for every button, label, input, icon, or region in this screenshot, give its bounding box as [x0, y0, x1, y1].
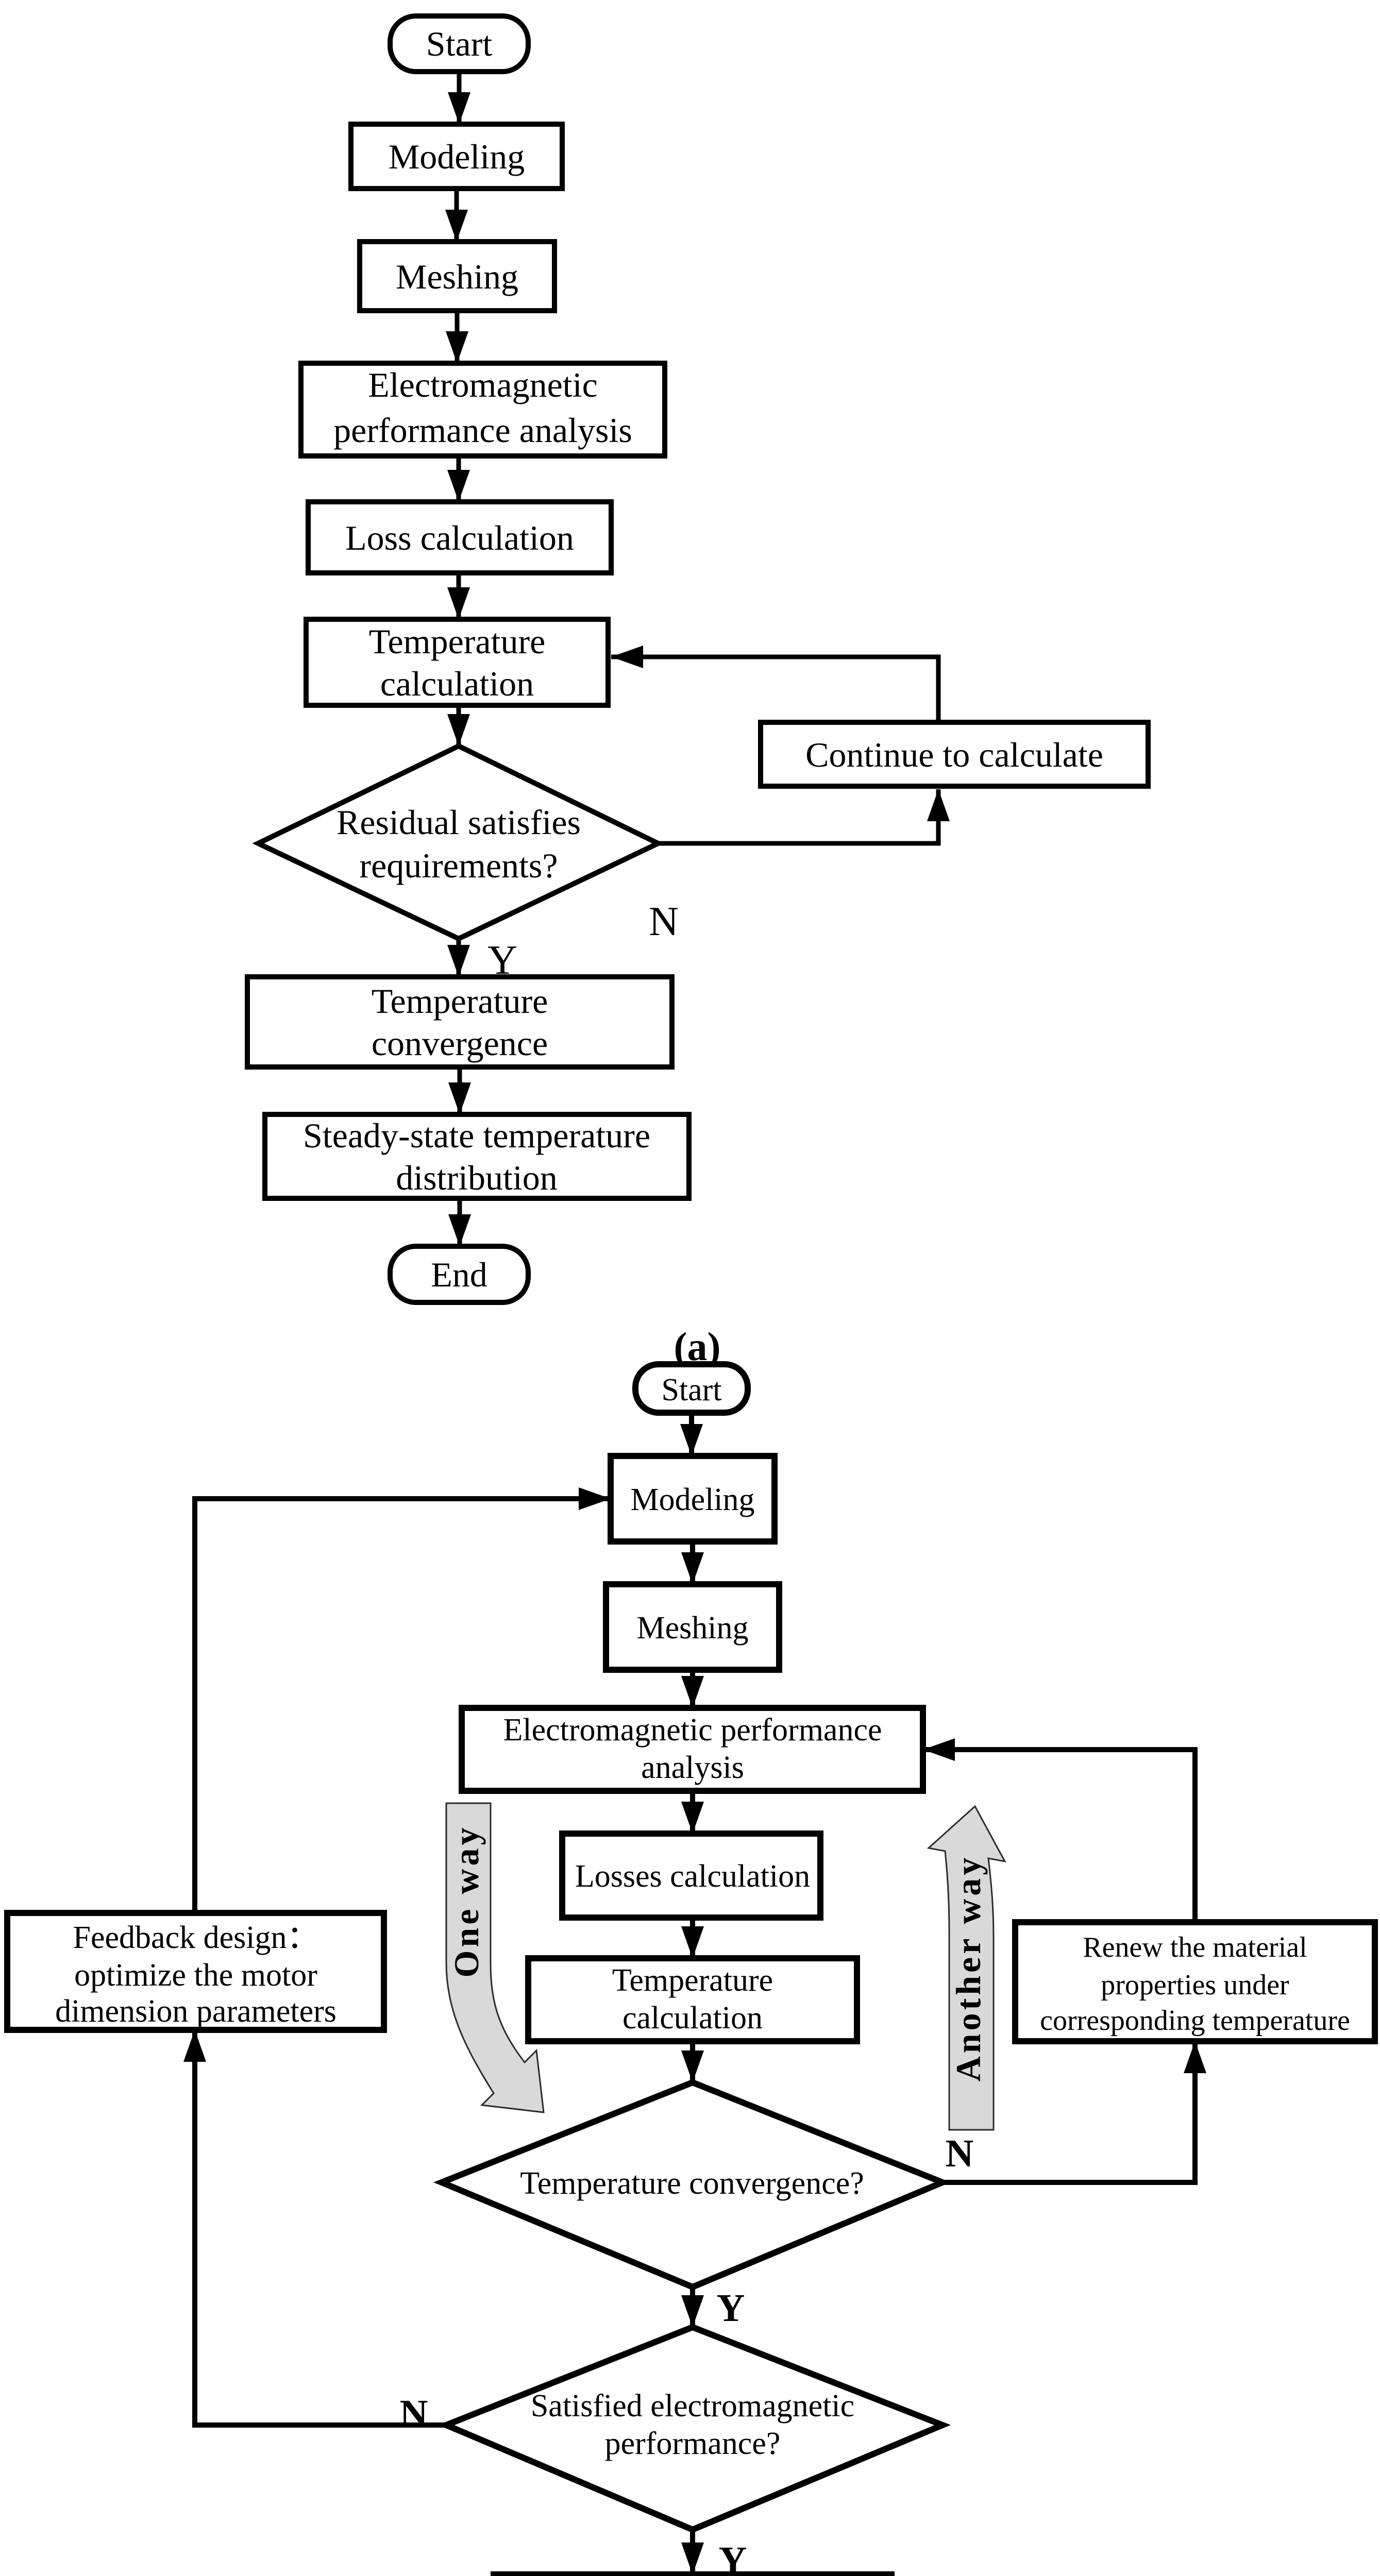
node-a-steady-state-line2: distribution [396, 1158, 558, 1197]
node-a-em-analysis-shape [298, 361, 667, 459]
node-b-feedback-design-line3: dimension parameters [55, 1994, 336, 2029]
branch-label-a-n: N [649, 899, 679, 944]
node-b-renew-material-shape [1012, 1919, 1378, 2044]
node-b-start-label: Start [661, 1372, 721, 1408]
node-a-modeling-shape [348, 122, 565, 191]
node-a-temperature-convergence-line1: Temperature [372, 981, 548, 1021]
node-a-steady-state-shape [262, 1112, 692, 1201]
node-b-meshing: Meshing [603, 1581, 782, 1673]
decision-b-satisfied-performance-line1: Satisfied electromagnetic [531, 2388, 854, 2424]
node-a-meshing-label: Meshing [396, 257, 518, 296]
node-b-temperature-calculation-line1: Temperature [612, 1963, 773, 1998]
node-a-start-label: Start [426, 24, 493, 63]
panel-b: One way Another way Start Modeling Meshi… [4, 1361, 1378, 2576]
node-a-continue-shape [758, 720, 1151, 789]
node-a-em-analysis-line1: Electromagnetic [368, 365, 598, 404]
node-b-temperature-calculation-line2: calculation [622, 2001, 763, 2036]
decision-b-satisfied-performance-line2: performance? [605, 2426, 781, 2461]
node-a-temperature-convergence-shape [245, 974, 675, 1070]
decision-b-temperature-convergence-shape [433, 2079, 951, 2291]
node-b-feedback-design: Feedback design： optimize the motor dime… [4, 1910, 387, 2033]
arrow-a-continue-temp [611, 646, 941, 722]
decision-b-temperature-convergence: Temperature convergence? [433, 2079, 951, 2291]
label-one-way: One way [447, 1825, 486, 1978]
node-a-temperature-convergence: Temperature convergence [245, 974, 675, 1070]
node-b-renew-material-line1: Renew the material [1083, 1931, 1307, 1963]
node-b-losses-calculation-shape [559, 1831, 823, 1921]
node-a-em-analysis-line2: performance analysis [333, 411, 632, 450]
decision-a-residual-line1: Residual satisfies [336, 803, 581, 842]
node-b-modeling-label: Modeling [630, 1482, 754, 1517]
node-b-meshing-shape [603, 1581, 782, 1673]
node-b-start-shape [632, 1361, 751, 1416]
node-a-temperature-calculation-line1: Temperature [369, 622, 546, 661]
branch-label-b-y1: Y [717, 2286, 745, 2330]
node-a-start-shape [388, 13, 531, 74]
node-b-renew-material: Renew the material properties under corr… [1012, 1919, 1378, 2044]
node-b-determine-dimensions: Determine the motor dimensions [491, 2571, 895, 2576]
node-b-start: Start [632, 1361, 751, 1416]
node-b-feedback-design-line1: Feedback design： [73, 1920, 319, 1955]
node-a-loss-calculation-label: Loss calculation [345, 518, 574, 557]
panel-a: Start Modeling Meshing Electromagnetic p… [245, 13, 1151, 1369]
node-a-end-shape [388, 1244, 531, 1305]
arrow-b-renew-em [923, 1738, 1198, 1922]
node-b-temperature-calculation-shape [525, 1955, 860, 2044]
node-b-feedback-design-line2: optimize the motor [74, 1958, 317, 1993]
decision-b-satisfied-performance-shape [438, 2324, 951, 2533]
node-a-em-analysis: Electromagnetic performance analysis [298, 361, 667, 459]
node-a-steady-state-line1: Steady-state temperature [303, 1116, 650, 1155]
node-a-steady-state: Steady-state temperature distribution [262, 1112, 692, 1201]
node-b-em-analysis-line2: analysis [641, 1750, 744, 1785]
node-a-temperature-calculation: Temperature calculation [304, 617, 611, 708]
node-b-modeling: Modeling [608, 1453, 778, 1545]
node-a-temperature-calculation-shape [304, 617, 611, 708]
node-a-continue: Continue to calculate [758, 720, 1151, 789]
arrow-a-decision-n-continue [658, 789, 950, 846]
label-another-way: Another way [949, 1855, 988, 2082]
node-b-em-analysis-shape [459, 1705, 926, 1794]
branch-label-b-n1: N [946, 2132, 974, 2175]
node-a-loss-calculation-shape [306, 499, 614, 575]
node-b-losses-calculation-label: Losses calculation [575, 1859, 810, 1894]
block-arrow-one-way [445, 1802, 545, 2113]
node-b-modeling-shape [608, 1453, 778, 1545]
arrow-b-feedback-modeling [192, 1487, 611, 1913]
node-b-renew-material-line3: corresponding temperature [1040, 2005, 1350, 2037]
node-a-continue-label: Continue to calculate [805, 735, 1103, 774]
node-a-temperature-calculation-line2: calculation [380, 664, 534, 703]
decision-a-residual-line2: requirements? [359, 846, 558, 885]
decision-b-temperature-convergence-label: Temperature convergence? [520, 2166, 864, 2201]
node-a-loss-calculation: Loss calculation [306, 499, 614, 575]
node-b-renew-material-line2: properties under [1101, 1969, 1289, 2001]
node-b-feedback-design-shape [4, 1910, 387, 2033]
node-a-end-label: End [431, 1255, 487, 1294]
node-b-losses-calculation: Losses calculation [559, 1831, 823, 1921]
branch-label-b-y2: Y [719, 2539, 747, 2576]
decision-b-satisfied-performance: Satisfied electromagnetic performance? [438, 2324, 951, 2533]
node-b-determine-dimensions-shape [491, 2571, 895, 2576]
node-a-temperature-convergence-line2: convergence [372, 1024, 548, 1063]
node-a-end: End [388, 1244, 531, 1305]
node-a-start: Start [388, 13, 531, 74]
arrow-b-satisfied-n-feedback [183, 2030, 446, 2428]
arrow-b-convergence-n-renew [943, 2041, 1206, 2185]
node-a-modeling: Modeling [348, 122, 565, 191]
node-a-meshing: Meshing [357, 239, 557, 313]
decision-a-residual: Residual satisfies requirements? [252, 743, 664, 942]
node-b-em-analysis-line1: Electromagnetic performance [503, 1713, 882, 1748]
node-a-modeling-label: Modeling [389, 137, 525, 176]
node-a-meshing-shape [357, 239, 557, 313]
node-b-temperature-calculation: Temperature calculation [525, 1955, 860, 2044]
decision-a-residual-shape [252, 743, 664, 942]
node-b-meshing-label: Meshing [637, 1611, 749, 1646]
node-b-em-analysis: Electromagnetic performance analysis [459, 1705, 926, 1794]
block-arrow-another-way [927, 1805, 1006, 2131]
branch-label-b-n2: N [400, 2392, 428, 2435]
